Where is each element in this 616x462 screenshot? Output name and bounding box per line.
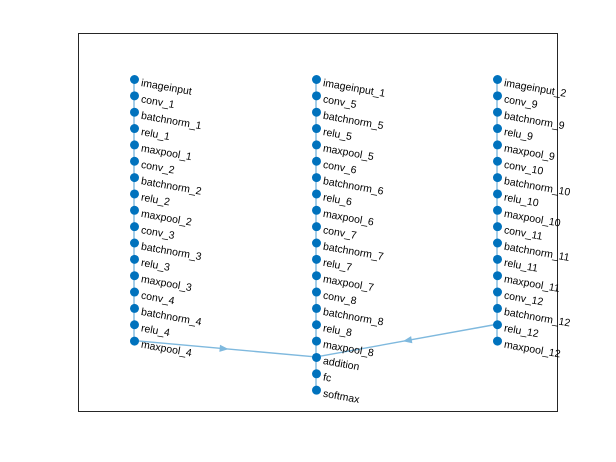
node-marker-icon bbox=[311, 221, 321, 231]
node-marker-icon bbox=[311, 107, 321, 117]
node-marker-icon bbox=[311, 352, 321, 362]
node-marker-icon bbox=[492, 90, 502, 100]
node-marker-icon bbox=[492, 139, 502, 149]
node-marker-icon bbox=[492, 188, 502, 198]
node-marker-icon bbox=[492, 156, 502, 166]
node-marker-icon bbox=[492, 270, 502, 280]
node-marker-icon bbox=[129, 270, 139, 280]
node-marker-icon bbox=[311, 156, 321, 166]
node-marker-icon bbox=[129, 139, 139, 149]
node-marker-icon bbox=[311, 303, 321, 313]
node-marker-icon bbox=[311, 188, 321, 198]
node-marker-icon bbox=[492, 221, 502, 231]
node-marker-icon bbox=[311, 336, 321, 346]
node-marker-icon bbox=[492, 254, 502, 264]
node-marker-icon bbox=[129, 107, 139, 117]
node-marker-icon bbox=[129, 221, 139, 231]
node-marker-icon bbox=[129, 90, 139, 100]
node-marker-icon bbox=[311, 287, 321, 297]
node-marker-icon bbox=[311, 172, 321, 182]
node-marker-icon bbox=[129, 336, 139, 346]
node-marker-icon bbox=[129, 123, 139, 133]
node-marker-icon bbox=[129, 172, 139, 182]
node-marker-icon bbox=[311, 270, 321, 280]
node-marker-icon bbox=[311, 74, 321, 84]
node-marker-icon bbox=[492, 172, 502, 182]
node-marker-icon bbox=[129, 287, 139, 297]
edge-maxpool4-to-addition-arrowhead bbox=[219, 344, 229, 352]
node-marker-icon bbox=[129, 74, 139, 84]
node-marker-icon bbox=[129, 205, 139, 215]
node-marker-icon bbox=[492, 107, 502, 117]
node-marker-icon bbox=[311, 139, 321, 149]
node-marker-icon bbox=[311, 254, 321, 264]
node-marker-icon bbox=[311, 385, 321, 395]
node-marker-icon bbox=[311, 123, 321, 133]
node-marker-icon bbox=[492, 303, 502, 313]
node-marker-icon bbox=[311, 368, 321, 378]
node-marker-icon bbox=[129, 238, 139, 247]
node-marker-icon bbox=[311, 238, 321, 247]
edge-relu12-to-addition-arrowhead bbox=[402, 336, 413, 344]
node-marker-icon bbox=[129, 303, 139, 313]
node-marker-icon bbox=[311, 90, 321, 100]
node-marker-icon bbox=[129, 319, 139, 329]
node-marker-icon bbox=[492, 319, 502, 329]
node-marker-icon bbox=[129, 156, 139, 166]
node-marker-icon bbox=[492, 205, 502, 215]
node-marker-icon bbox=[129, 188, 139, 198]
node-marker-icon bbox=[311, 205, 321, 215]
node-marker-icon bbox=[492, 123, 502, 133]
node-marker-icon bbox=[492, 336, 502, 346]
node-marker-icon bbox=[492, 74, 502, 84]
node-marker-icon bbox=[129, 254, 139, 264]
axes-border bbox=[78, 33, 558, 412]
node-marker-icon bbox=[492, 287, 502, 297]
node-marker-icon bbox=[492, 238, 502, 247]
node-marker-icon bbox=[311, 319, 321, 329]
